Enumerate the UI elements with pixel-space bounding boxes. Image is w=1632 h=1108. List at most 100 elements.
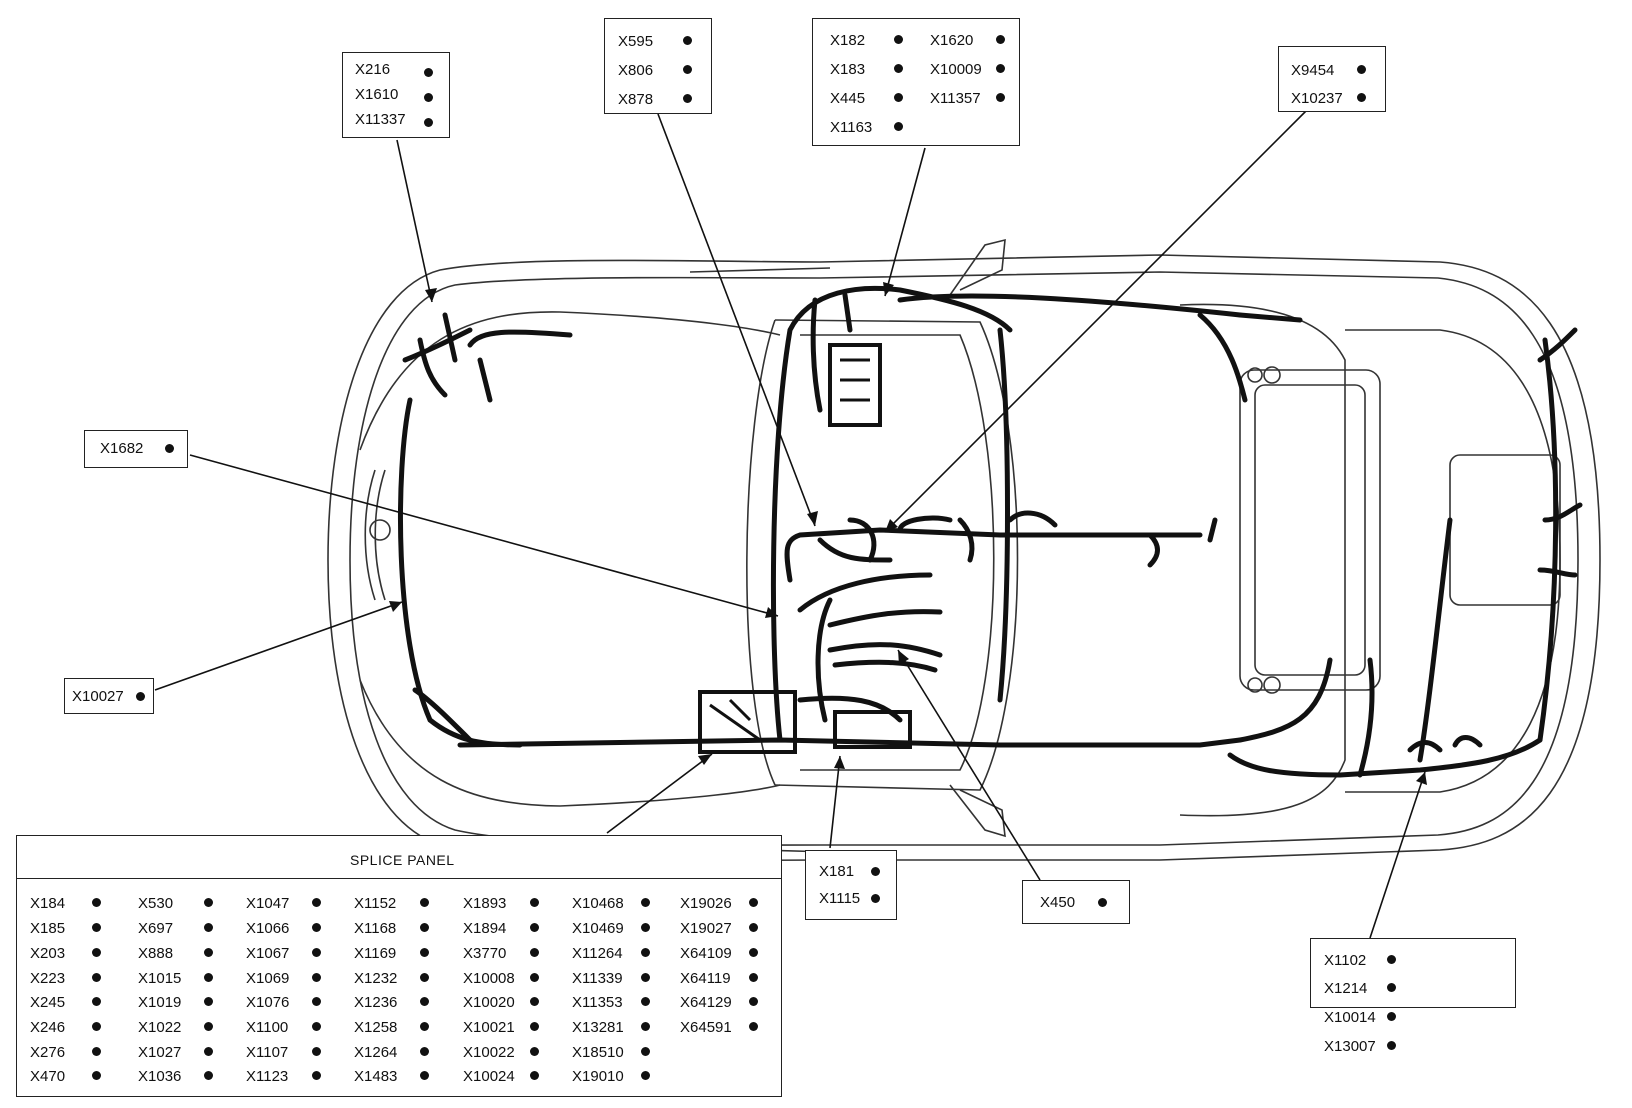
connector-label: X595 bbox=[618, 33, 654, 50]
connector-label: X10027 bbox=[72, 688, 124, 705]
splice-connector-dot-icon bbox=[420, 997, 429, 1006]
splice-connector-dot-icon bbox=[641, 948, 650, 957]
splice-connector-label: X1019 bbox=[138, 994, 182, 1011]
connector-dot-icon bbox=[894, 93, 903, 102]
splice-connector-label: X10021 bbox=[463, 1019, 515, 1036]
connector-dot-icon bbox=[1098, 898, 1107, 907]
connector-label: X11357 bbox=[930, 90, 981, 107]
connector-dot-icon bbox=[871, 894, 880, 903]
splice-connector-label: X1022 bbox=[138, 1019, 182, 1036]
splice-connector-dot-icon bbox=[749, 898, 758, 907]
splice-connector-label: X697 bbox=[138, 920, 174, 937]
splice-connector-label: X19010 bbox=[572, 1068, 624, 1085]
splice-connector-label: X223 bbox=[30, 970, 66, 987]
splice-connector-label: X1483 bbox=[354, 1068, 398, 1085]
splice-connector-dot-icon bbox=[420, 923, 429, 932]
splice-connector-dot-icon bbox=[420, 898, 429, 907]
splice-connector-label: X11339 bbox=[572, 970, 623, 987]
splice-connector-label: X1027 bbox=[138, 1044, 182, 1061]
splice-connector-dot-icon bbox=[420, 1022, 429, 1031]
connector-label: X183 bbox=[830, 61, 866, 78]
splice-connector-dot-icon bbox=[641, 1022, 650, 1031]
splice-connector-label: X10469 bbox=[572, 920, 624, 937]
splice-connector-label: X1123 bbox=[246, 1068, 289, 1085]
wiring-harness bbox=[398, 285, 1583, 778]
connector-label: X1115 bbox=[819, 890, 861, 907]
splice-connector-dot-icon bbox=[312, 1071, 321, 1080]
splice-connector-label: X64109 bbox=[680, 945, 732, 962]
splice-connector-dot-icon bbox=[530, 997, 539, 1006]
splice-connector-dot-icon bbox=[204, 923, 213, 932]
splice-connector-label: X245 bbox=[30, 994, 66, 1011]
connector-dot-icon bbox=[165, 444, 174, 453]
splice-connector-label: X10008 bbox=[463, 970, 515, 987]
splice-connector-label: X1066 bbox=[246, 920, 290, 937]
splice-connector-label: X18510 bbox=[572, 1044, 624, 1061]
splice-connector-label: X530 bbox=[138, 895, 174, 912]
connector-dot-icon bbox=[1387, 1012, 1396, 1021]
connector-dot-icon bbox=[1387, 1041, 1396, 1050]
splice-connector-label: X1236 bbox=[354, 994, 398, 1011]
splice-connector-dot-icon bbox=[530, 898, 539, 907]
splice-connector-dot-icon bbox=[92, 948, 101, 957]
splice-connector-label: X1100 bbox=[246, 1019, 289, 1036]
splice-connector-label: X1015 bbox=[138, 970, 182, 987]
component-blocks bbox=[698, 343, 912, 754]
splice-connector-label: X1107 bbox=[246, 1044, 289, 1061]
connector-label: X13007 bbox=[1324, 1038, 1376, 1055]
splice-connector-label: X10020 bbox=[463, 994, 515, 1011]
splice-connector-label: X1067 bbox=[246, 945, 290, 962]
splice-connector-dot-icon bbox=[420, 1071, 429, 1080]
splice-connector-dot-icon bbox=[420, 948, 429, 957]
splice-connector-dot-icon bbox=[92, 997, 101, 1006]
splice-connector-dot-icon bbox=[530, 948, 539, 957]
connector-dot-icon bbox=[996, 64, 1005, 73]
splice-connector-label: X1152 bbox=[354, 895, 397, 912]
splice-connector-dot-icon bbox=[204, 1071, 213, 1080]
splice-connector-label: X1047 bbox=[246, 895, 290, 912]
connector-dot-icon bbox=[683, 94, 692, 103]
connector-label: X182 bbox=[830, 32, 866, 49]
connector-label: X1610 bbox=[355, 86, 399, 103]
splice-connector-dot-icon bbox=[92, 923, 101, 932]
splice-connector-label: X203 bbox=[30, 945, 66, 962]
splice-connector-dot-icon bbox=[312, 1047, 321, 1056]
splice-connector-dot-icon bbox=[312, 997, 321, 1006]
splice-connector-dot-icon bbox=[204, 898, 213, 907]
splice-connector-label: X1069 bbox=[246, 970, 290, 987]
connector-dot-icon bbox=[136, 692, 145, 701]
splice-connector-dot-icon bbox=[204, 1022, 213, 1031]
splice-connector-dot-icon bbox=[204, 948, 213, 957]
connector-dot-icon bbox=[424, 68, 433, 77]
splice-connector-dot-icon bbox=[530, 923, 539, 932]
connector-label: X10237 bbox=[1291, 90, 1343, 107]
splice-connector-label: X1076 bbox=[246, 994, 290, 1011]
connector-dot-icon bbox=[424, 93, 433, 102]
splice-connector-label: X3770 bbox=[463, 945, 507, 962]
splice-connector-dot-icon bbox=[641, 898, 650, 907]
connector-label: X1214 bbox=[1324, 980, 1368, 997]
connector-label: X1682 bbox=[100, 440, 144, 457]
connector-label: X10014 bbox=[1324, 1009, 1376, 1026]
splice-connector-label: X10024 bbox=[463, 1068, 515, 1085]
splice-connector-label: X470 bbox=[30, 1068, 66, 1085]
splice-connector-label: X185 bbox=[30, 920, 66, 937]
splice-connector-dot-icon bbox=[204, 1047, 213, 1056]
connector-label: X806 bbox=[618, 62, 654, 79]
splice-connector-label: X1894 bbox=[463, 920, 507, 937]
connector-label: X11337 bbox=[355, 111, 406, 128]
splice-connector-label: X1169 bbox=[354, 945, 397, 962]
splice-connector-label: X64119 bbox=[680, 970, 731, 987]
connector-dot-icon bbox=[996, 93, 1005, 102]
splice-connector-dot-icon bbox=[530, 1071, 539, 1080]
connector-dot-icon bbox=[424, 118, 433, 127]
connector-label: X878 bbox=[618, 91, 654, 108]
leader-arrowheads bbox=[389, 282, 1427, 785]
callout-x450 bbox=[1022, 880, 1130, 924]
connector-dot-icon bbox=[1357, 93, 1366, 102]
splice-connector-label: X1232 bbox=[354, 970, 398, 987]
splice-connector-dot-icon bbox=[312, 973, 321, 982]
splice-connector-dot-icon bbox=[641, 997, 650, 1006]
splice-connector-dot-icon bbox=[312, 898, 321, 907]
